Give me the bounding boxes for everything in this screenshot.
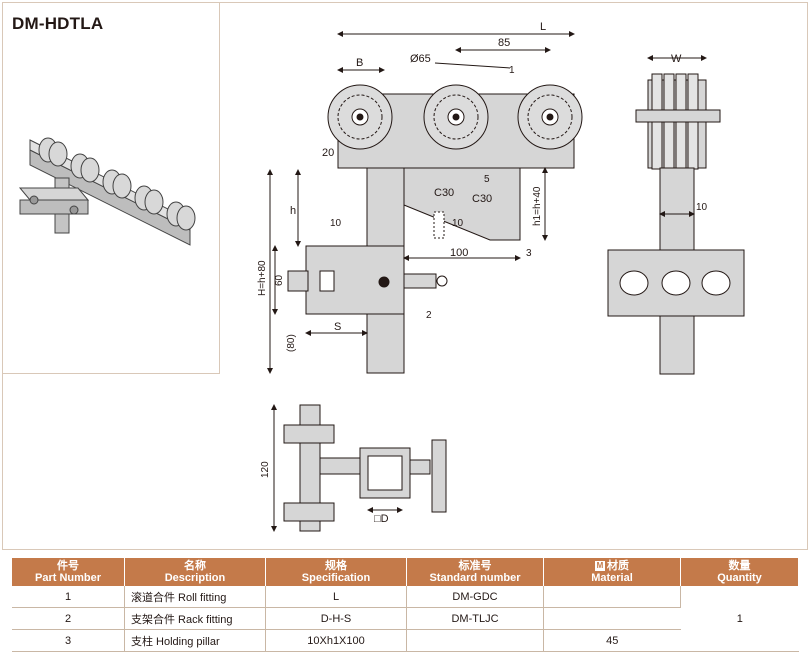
dim-phi65: Ø65	[410, 53, 431, 65]
top-view	[271, 404, 447, 532]
dim-10-b: 10	[452, 218, 464, 229]
dim-10-c: 10	[696, 202, 708, 213]
technical-drawing: L 85 B Ø65 1 20 C30 C30 5 h 10 10 100 3 …	[18, 21, 745, 532]
quantity-cell: 1	[680, 586, 799, 652]
dim-10-a: 10	[330, 218, 342, 229]
dim-60: 60	[274, 274, 285, 286]
table-row: 2 支架合件 Rack fitting D-H-S DM-TLJC	[12, 607, 799, 630]
dim-B: B	[356, 57, 363, 69]
dim-h1: h1=h+40	[532, 186, 543, 226]
callout-3: 3	[526, 248, 532, 259]
drawing-frame	[2, 2, 808, 550]
dim-C30-b: C30	[472, 193, 492, 205]
callout-1: 1	[509, 65, 515, 76]
front-view	[267, 31, 583, 374]
dim-80: (80)	[286, 334, 297, 352]
side-view	[607, 55, 745, 375]
dim-L: L	[540, 21, 546, 33]
page-title: DM-HDTLA	[12, 14, 104, 33]
dim-D: □D	[374, 513, 389, 525]
callout-2: 2	[426, 310, 432, 321]
dim-85: 85	[498, 37, 510, 49]
material-icon: M	[595, 561, 605, 572]
table-row: 1 滚道合件 Roll fitting L DM-GDC 1	[12, 586, 799, 652]
isometric-view-panel	[2, 2, 220, 374]
dim-5: 5	[484, 174, 490, 185]
dim-h: h	[290, 205, 296, 217]
dim-120: 120	[260, 461, 271, 478]
dim-H: H=h+80	[257, 260, 268, 296]
isometric-assembly	[18, 137, 196, 246]
dim-C30-a: C30	[434, 187, 454, 199]
dim-20: 20	[322, 147, 334, 159]
dim-100: 100	[450, 247, 468, 259]
dim-S: S	[334, 321, 341, 333]
dim-W: W	[671, 53, 682, 65]
table-row: 3 支柱 Holding pillar 10Xh1X100 45	[12, 629, 799, 652]
